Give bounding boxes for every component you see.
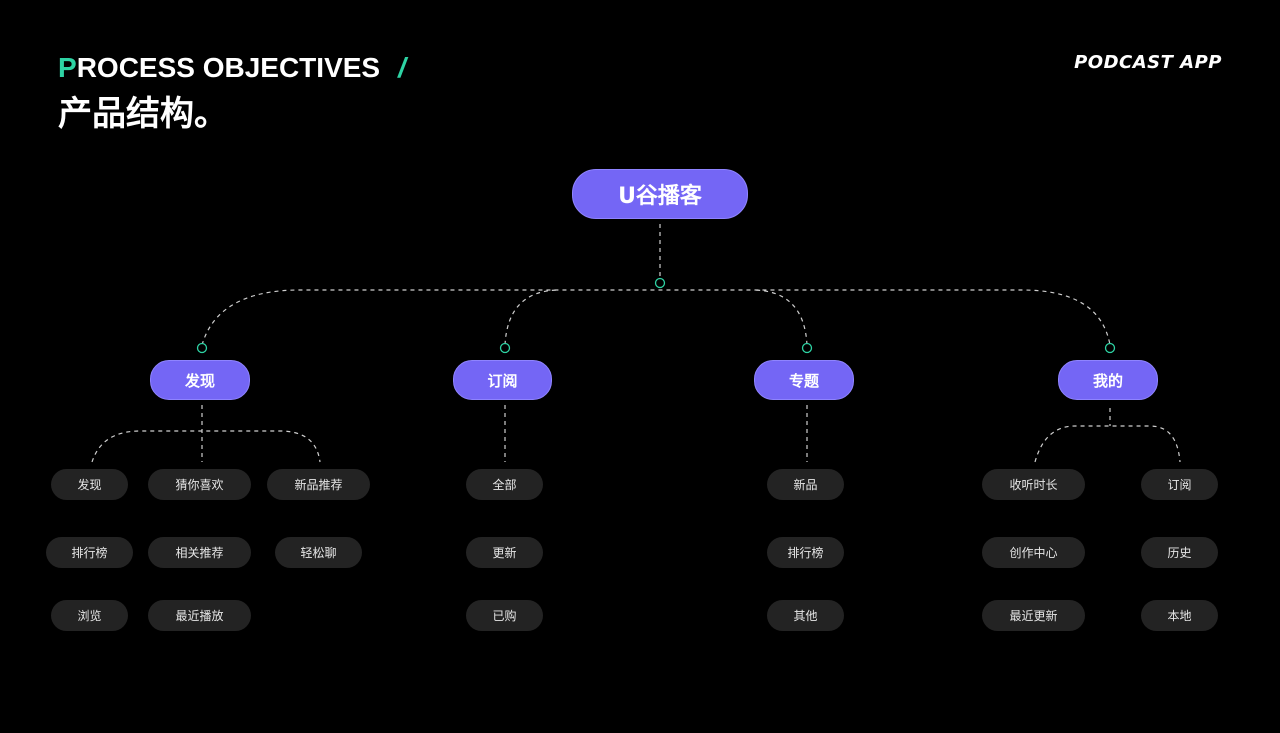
- category-node-discover[interactable]: 发现: [150, 360, 250, 400]
- category-node-topics[interactable]: 专题: [754, 360, 854, 400]
- leaf-node[interactable]: 排行榜: [767, 537, 844, 568]
- leaf-node[interactable]: 已购: [466, 600, 543, 631]
- leaf-node[interactable]: 新品: [767, 469, 844, 500]
- leaf-node[interactable]: 浏览: [51, 600, 128, 631]
- leaf-node[interactable]: 发现: [51, 469, 128, 500]
- leaf-node[interactable]: 最近更新: [982, 600, 1085, 631]
- leaf-node[interactable]: 全部: [466, 469, 543, 500]
- leaf-node[interactable]: 相关推荐: [148, 537, 251, 568]
- category-node-subscribe[interactable]: 订阅: [453, 360, 552, 400]
- title-en-text: ROCESS OBJECTIVES: [76, 52, 381, 83]
- page-title-en: PROCESS OBJECTIVES /: [58, 52, 406, 84]
- leaf-node[interactable]: 本地: [1141, 600, 1218, 631]
- leaf-node[interactable]: 排行榜: [46, 537, 133, 568]
- leaf-node[interactable]: 收听时长: [982, 469, 1085, 500]
- category-node-mine[interactable]: 我的: [1058, 360, 1158, 400]
- page-title-cn: 产品结构。: [58, 94, 228, 134]
- leaf-node[interactable]: 更新: [466, 537, 543, 568]
- header: PROCESS OBJECTIVES / 产品结构。: [58, 52, 406, 134]
- title-accent-letter: P: [58, 52, 77, 83]
- brand-label: PODCAST APP: [1074, 52, 1222, 73]
- title-slash: /: [398, 52, 406, 83]
- leaf-node[interactable]: 创作中心: [982, 537, 1085, 568]
- leaf-node[interactable]: 历史: [1141, 537, 1218, 568]
- leaf-node[interactable]: 新品推荐: [267, 469, 370, 500]
- leaf-node[interactable]: 猜你喜欢: [148, 469, 251, 500]
- root-node[interactable]: U谷播客: [572, 169, 748, 219]
- leaf-node[interactable]: 最近播放: [148, 600, 251, 631]
- leaf-node[interactable]: 其他: [767, 600, 844, 631]
- leaf-node[interactable]: 订阅: [1141, 469, 1218, 500]
- leaf-node[interactable]: 轻松聊: [275, 537, 362, 568]
